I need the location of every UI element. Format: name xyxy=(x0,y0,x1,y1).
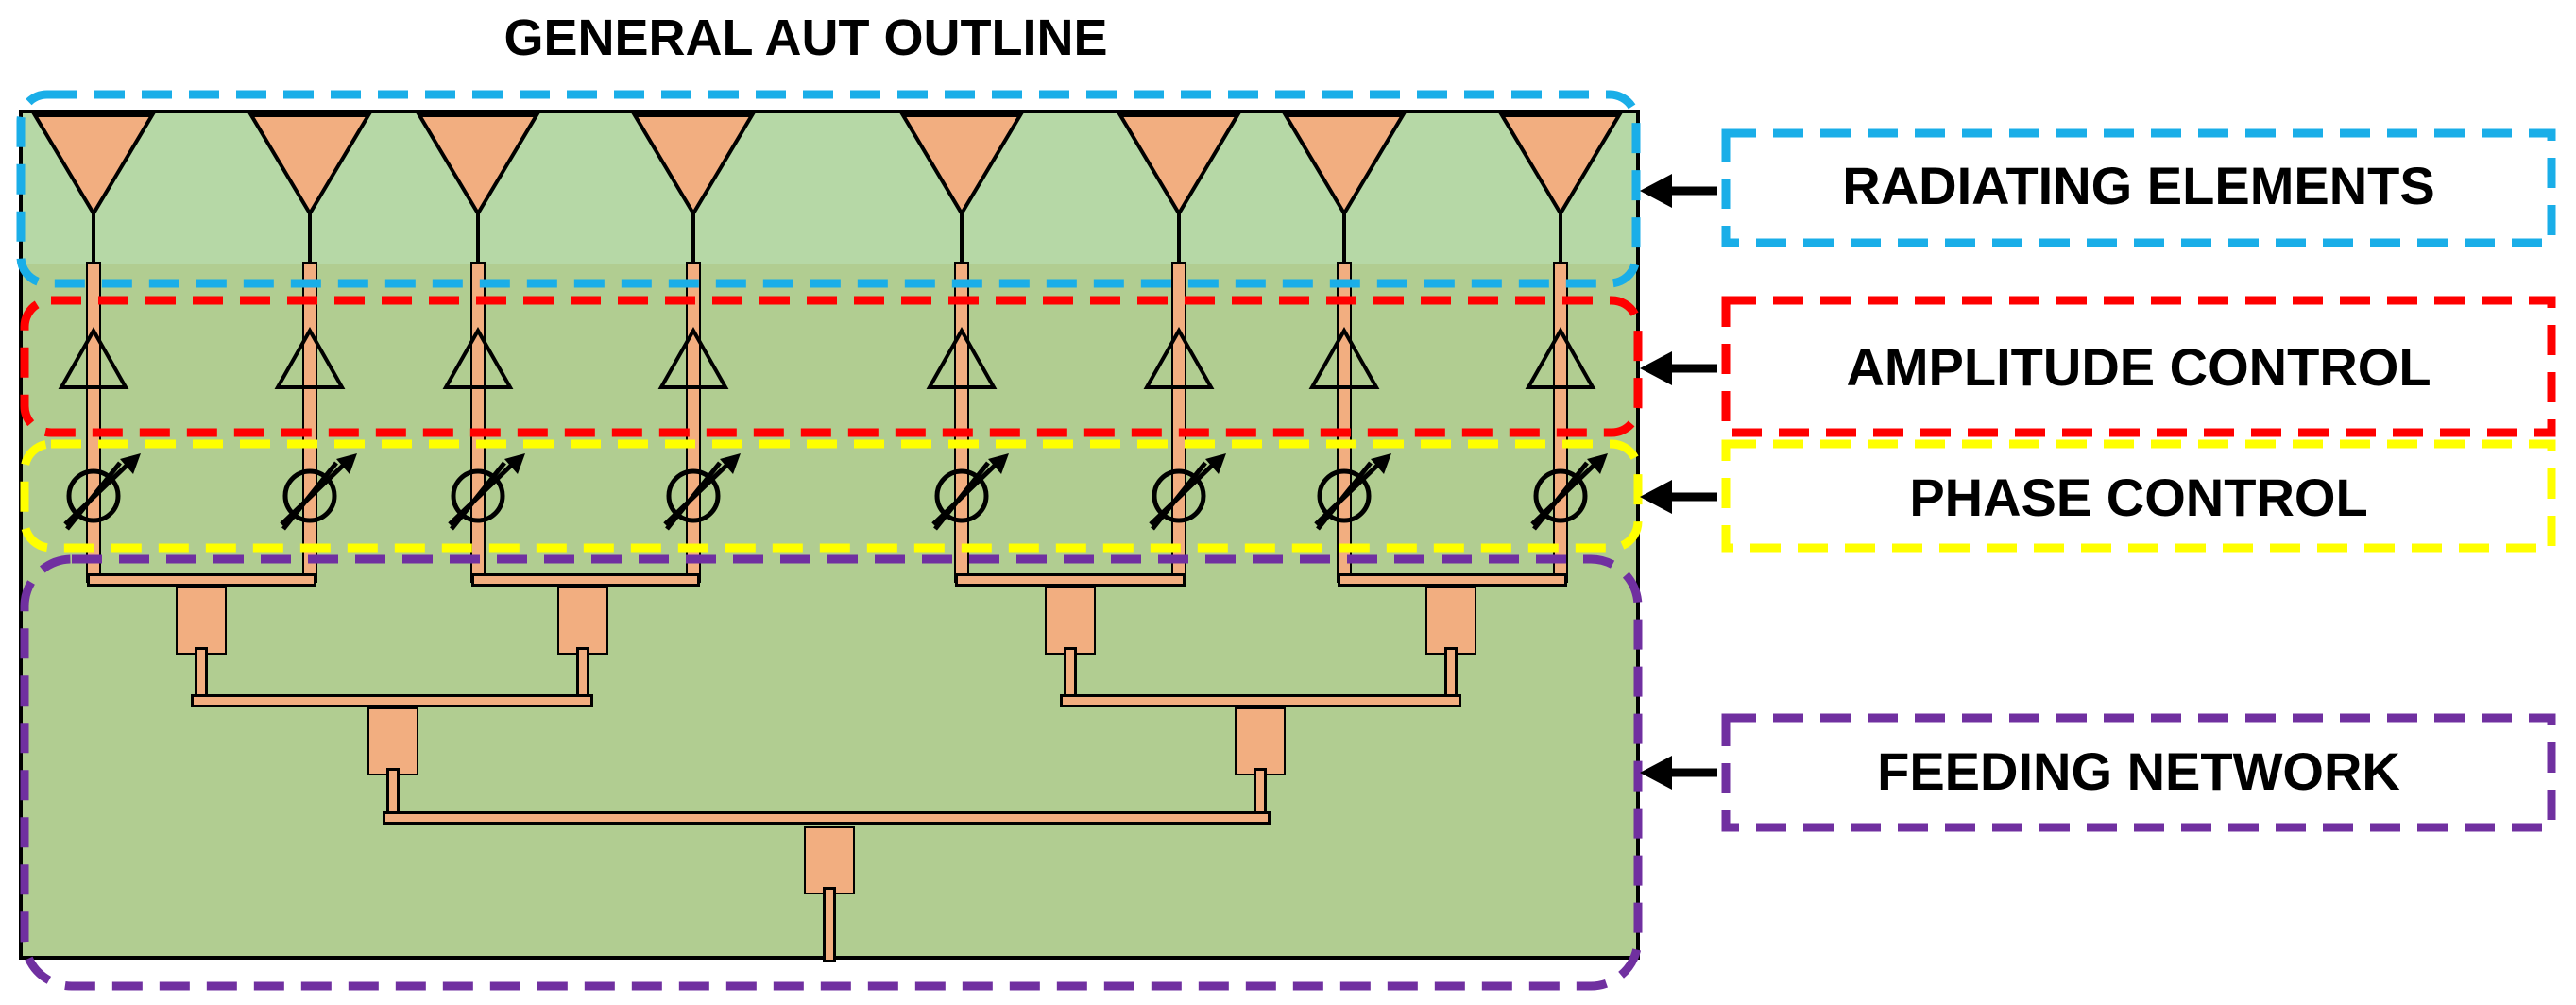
power-divider-block-icon xyxy=(176,587,227,655)
amplifier-triangle-icon xyxy=(1525,326,1596,389)
feed-line xyxy=(1553,262,1568,583)
array-element xyxy=(899,113,1024,531)
amplifier-triangle-icon xyxy=(1143,326,1215,389)
feeding-network-label-box xyxy=(1721,713,2556,832)
feed-line xyxy=(1171,262,1186,583)
phase-shifter-icon xyxy=(448,453,525,531)
amplifier-triangle-icon xyxy=(657,326,729,389)
amplifier-triangle-icon xyxy=(58,326,129,389)
power-divider-block-icon xyxy=(1235,707,1286,775)
phase-control-outline xyxy=(20,439,1643,553)
radiating-elements-outline xyxy=(16,90,1641,288)
feeding-network-outline xyxy=(20,554,1643,991)
array-element xyxy=(631,113,756,531)
inverted-triangle-antenna-icon xyxy=(31,113,156,217)
amplifier-triangle-icon xyxy=(1308,326,1380,389)
left-arrow-icon xyxy=(1640,756,1717,790)
amplifier-triangle-icon xyxy=(274,326,346,389)
inverted-triangle-antenna-icon xyxy=(247,113,372,217)
array-element xyxy=(1282,113,1407,531)
inverted-triangle-antenna-icon xyxy=(631,113,756,217)
feed-line xyxy=(954,262,969,583)
inverted-triangle-antenna-icon xyxy=(1498,113,1623,217)
feed-line xyxy=(302,262,317,583)
phase-shifter-icon xyxy=(1530,453,1608,531)
amplifier-triangle-icon xyxy=(442,326,514,389)
inverted-triangle-antenna-icon xyxy=(416,113,540,217)
diagram-title: GENERAL AUT OUTLINE xyxy=(503,9,1107,66)
array-element xyxy=(31,113,156,531)
inverted-triangle-antenna-icon xyxy=(1117,113,1241,217)
phase-shifter-icon xyxy=(931,453,1009,531)
inverted-triangle-antenna-icon xyxy=(1282,113,1407,217)
array-element xyxy=(416,113,540,531)
left-arrow-icon xyxy=(1640,174,1717,208)
phase-shifter-icon xyxy=(63,453,141,531)
power-divider-block-icon xyxy=(1425,587,1476,655)
amplitude-control-label: AMPLITUDE CONTROL xyxy=(1846,337,2431,397)
array-elements xyxy=(31,113,1623,531)
feeding-network-tree xyxy=(87,573,1567,962)
power-divider-block-icon xyxy=(367,707,418,775)
amplitude-control-outline xyxy=(20,296,1643,437)
left-arrow-icon xyxy=(1640,480,1717,514)
feeding-network-label-group: FEEDING NETWORK xyxy=(1640,713,2556,832)
array-element xyxy=(1498,113,1623,531)
phase-shifter-icon xyxy=(280,453,357,531)
power-divider-block-icon xyxy=(557,587,608,655)
phase-shifter-icon xyxy=(1149,453,1226,531)
phase-shifter-icon xyxy=(663,453,741,531)
amplitude-control-label-box xyxy=(1721,296,2556,437)
phase-control-label-group: PHASE CONTROL xyxy=(1640,439,2556,553)
radiating-elements-label: RADIATING ELEMENTS xyxy=(1842,156,2434,215)
left-arrow-icon xyxy=(1640,351,1717,385)
amplifier-triangle-icon xyxy=(926,326,998,389)
radiating-elements-label-box xyxy=(1721,128,2556,247)
amplitude-control-label-group: AMPLITUDE CONTROL xyxy=(1640,296,2556,437)
feed-line xyxy=(86,262,101,583)
feed-line xyxy=(686,262,701,583)
phase-control-label-box xyxy=(1721,439,2556,553)
power-divider-block-icon xyxy=(804,826,855,894)
feed-line xyxy=(1337,262,1352,583)
phase-control-label: PHASE CONTROL xyxy=(1909,468,2367,527)
array-element xyxy=(247,113,372,531)
phase-shifter-icon xyxy=(1314,453,1391,531)
power-divider-block-icon xyxy=(1045,587,1096,655)
radiating-elements-label-group: RADIATING ELEMENTS xyxy=(1640,128,2556,247)
feed-line xyxy=(470,262,486,583)
array-element xyxy=(1117,113,1241,531)
inverted-triangle-antenna-icon xyxy=(899,113,1024,217)
feeding-network-label: FEEDING NETWORK xyxy=(1877,741,2400,801)
